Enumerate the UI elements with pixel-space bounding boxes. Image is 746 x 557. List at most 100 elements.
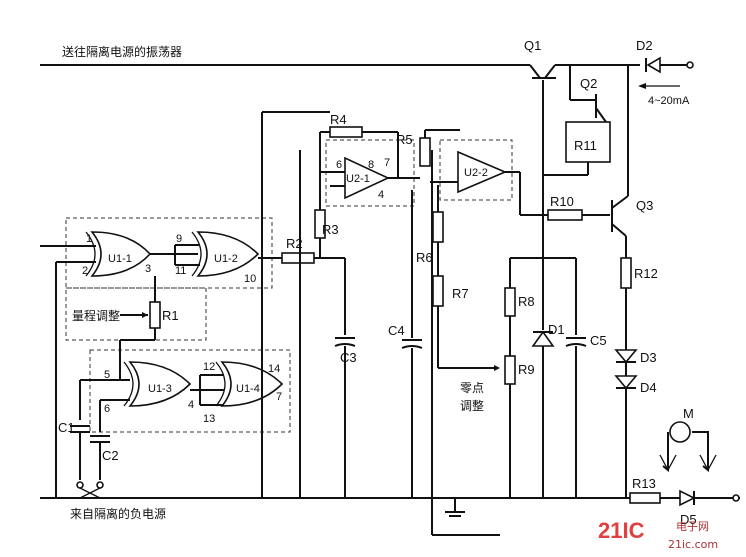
label-q2: Q2 (580, 76, 597, 91)
gate-u1-3 (123, 361, 192, 407)
pin-4b: 4 (378, 189, 384, 201)
label-r10: R10 (550, 194, 574, 209)
label-c1: C1 (58, 420, 75, 435)
terminal-minus[interactable] (732, 494, 740, 502)
label-r7: R7 (452, 286, 469, 301)
terminal-plus[interactable] (686, 61, 694, 69)
label-c2: C2 (102, 448, 119, 463)
wiper-arrow-icon (142, 312, 148, 318)
meter-lead-right (692, 431, 709, 473)
label-bottom-supply: 来自隔离的负电源 (70, 506, 166, 521)
opamp-u2-1 (344, 156, 390, 200)
label-q1: Q1 (524, 38, 541, 53)
label-u2-2: U2-2 (464, 167, 488, 179)
label-u1-2: U1-2 (214, 253, 238, 265)
label-r3: R3 (322, 222, 339, 237)
label-r8: R8 (518, 294, 535, 309)
pin-10: 10 (244, 273, 256, 285)
pin-2: 2 (82, 265, 88, 277)
diode-d3 (614, 349, 638, 364)
label-range-adjust: 量程调整 (72, 308, 120, 323)
transistor-q2 (595, 94, 607, 123)
label-d2: D2 (636, 38, 653, 53)
gate-u1-2 (191, 231, 260, 277)
opamp-u2-2 (457, 150, 508, 194)
label-r2: R2 (286, 236, 303, 251)
label-r11: R11 (574, 138, 597, 153)
resistor-r12 (620, 257, 632, 289)
label-u2-1: U2-1 (346, 173, 370, 185)
u1-top-dashed-box (65, 217, 273, 289)
label-r6: R6 (416, 250, 433, 265)
label-r12: R12 (634, 266, 658, 281)
label-u1-1: U1-1 (108, 253, 132, 265)
pin-14: 14 (268, 363, 280, 375)
gate-u1-4 (215, 361, 284, 407)
resistor-r1 (149, 301, 161, 329)
resistor-r5 (419, 137, 431, 167)
resistor-r13 (629, 492, 661, 504)
label-zero-adjust-2: 调整 (460, 398, 484, 413)
label-c3: C3 (340, 350, 357, 365)
label-d5: D5 (680, 512, 697, 527)
pin-3: 3 (145, 263, 151, 275)
r9-wiper-arrow-icon (494, 365, 500, 371)
transistor-q3 (611, 195, 629, 237)
label-u1-3: U1-3 (148, 383, 172, 395)
pin-7b: 7 (384, 157, 390, 169)
pin-11: 11 (175, 265, 186, 277)
diode-d4 (614, 375, 638, 390)
gate-u1-1 (85, 231, 152, 277)
watermark-url: 21ic.com (668, 538, 718, 551)
pin-1: 1 (86, 233, 92, 245)
pin-9: 9 (176, 233, 182, 245)
cap-c5-plate2 (565, 343, 587, 347)
label-r4: R4 (330, 112, 347, 127)
current-arrow-icon (638, 83, 646, 89)
diode-d2 (646, 56, 661, 74)
plug-right-icon (699, 454, 717, 472)
cap-c4-plate2 (401, 345, 423, 349)
pin-13: 13 (203, 413, 215, 425)
meter-m (669, 421, 691, 443)
resistor-r4 (329, 126, 363, 138)
pin-6: 6 (104, 403, 110, 415)
watermark-logo: 21IC (598, 518, 645, 543)
watermark-sub: 电子网 (676, 520, 709, 533)
label-u1-4: U1-4 (236, 383, 260, 395)
label-q3: Q3 (636, 198, 653, 213)
link-c2 (79, 487, 101, 499)
pin-5: 5 (104, 369, 110, 381)
label-d4: D4 (640, 380, 657, 395)
resistor-r11 (565, 121, 611, 163)
label-current: 4~20mA (648, 95, 690, 107)
pin-12: 12 (203, 361, 215, 373)
label-r9: R9 (518, 362, 535, 377)
plug-left-icon (659, 454, 677, 472)
label-zero-adjust-1: 零点 (460, 381, 484, 395)
resistor-r10 (547, 209, 583, 221)
label-d1: D1 (548, 322, 565, 337)
label-d3: D3 (640, 350, 657, 365)
terminal-c1 (76, 481, 84, 489)
resistor-r8 (504, 287, 516, 317)
label-top-oscillator: 送往隔离电源的振荡器 (62, 44, 182, 59)
label-r1: R1 (162, 308, 179, 323)
resistor-r7 (432, 275, 444, 307)
label-c5: C5 (590, 333, 607, 348)
transistor-q1 (529, 64, 556, 79)
resistor-r6 (432, 211, 444, 243)
pin-7: 7 (276, 391, 282, 403)
pin-6b: 6 (336, 159, 342, 171)
resistor-r2 (281, 252, 315, 264)
pin-4: 4 (188, 399, 194, 411)
terminal-c2 (96, 481, 104, 489)
resistor-r9 (504, 355, 516, 385)
cap-c3-plate2 (334, 343, 356, 347)
label-c4: C4 (388, 323, 405, 338)
label-r5: R5 (396, 132, 413, 147)
u2-2-dashed-box (439, 139, 513, 201)
pin-8: 8 (368, 159, 374, 171)
